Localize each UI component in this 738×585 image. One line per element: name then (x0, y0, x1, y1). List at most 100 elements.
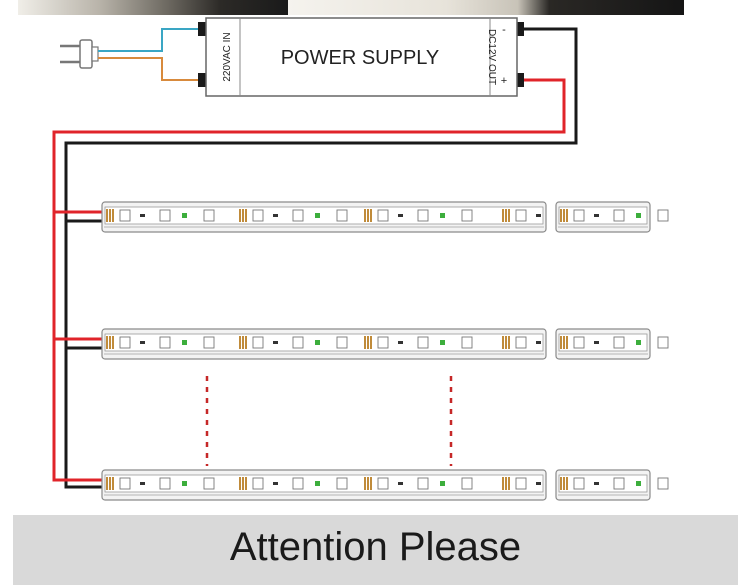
led-strip-end-1-resistor (594, 214, 599, 217)
led-strip-1-solder-pad (502, 209, 504, 222)
led-strip-end-3-pcb (558, 474, 648, 493)
led-strip-3-led (461, 477, 473, 490)
negative-terminal-label: - (502, 24, 506, 36)
led-strip-1-led (252, 209, 264, 222)
led-strip-2-solder-pad (505, 336, 507, 349)
led-strip-end-3-resistor (594, 482, 599, 485)
led-strip-1-led (336, 209, 348, 222)
led-strip-end-3-solder-pad (560, 477, 562, 490)
led-strip-1-chip (315, 213, 320, 218)
led-strip-2-chip (182, 340, 187, 345)
led-strip-2-solder-pad (106, 336, 108, 349)
led-strip-2-led (203, 336, 215, 349)
power-supply-label: POWER SUPPLY (281, 47, 440, 69)
led-strip-end-1-led (613, 209, 625, 222)
led-strip-1-chip (440, 213, 445, 218)
led-strip-1-led (292, 209, 304, 222)
led-strip-end-1-solder-pad (560, 209, 562, 222)
positive-main-wire (52, 78, 566, 482)
led-strip-end-2-led (573, 336, 585, 349)
product-photo-strip (18, 0, 684, 15)
led-strip-end-3-led (573, 477, 585, 490)
led-strip-1-solder-pad (239, 209, 241, 222)
led-strip-1-resistor (273, 214, 278, 217)
ac-plug-icon (60, 39, 99, 69)
led-strip-1-solder-pad (508, 209, 510, 222)
product-photo-right (288, 0, 684, 15)
led-strip-end-2 (555, 328, 669, 360)
led-strip-2-led (336, 336, 348, 349)
led-strip-3-resistor (140, 482, 145, 485)
led-strip-end-3-led (657, 477, 669, 490)
led-strip-1-led (461, 209, 473, 222)
led-strip-2-solder-pad (367, 336, 369, 349)
led-strip-1-solder-pad (364, 209, 366, 222)
led-strip-3-led (252, 477, 264, 490)
led-strip-2-solder-pad (502, 336, 504, 349)
led-strip-end-1-solder-pad (563, 209, 565, 222)
led-strip-3-led (377, 477, 389, 490)
led-strip-1-chip (182, 213, 187, 218)
wiring-diagram: POWER SUPPLY 220VAC IN DC12V OUT - + (52, 17, 669, 501)
led-strip-end-3-led (613, 477, 625, 490)
led-strip-3-solder-pad (505, 477, 507, 490)
led-strip-2-led (417, 336, 429, 349)
led-strip-end-3-solder-pad (566, 477, 568, 490)
led-strip-3-pcb (104, 474, 544, 493)
led-strip-3-solder-pad (502, 477, 504, 490)
led-strip-3-solder-pad (245, 477, 247, 490)
led-strip-1-pcb (104, 206, 544, 225)
led-strip-1-solder-pad (242, 209, 244, 222)
led-strip-end-1-pcb (558, 206, 648, 225)
led-strip-2-resistor (398, 341, 403, 344)
led-strip-3-solder-pad (370, 477, 372, 490)
led-strip-1-resistor (536, 214, 541, 217)
led-strip-2-led (159, 336, 171, 349)
led-strip-3-chip (182, 481, 187, 486)
led-strip-1 (101, 201, 611, 233)
input-label: 220VAC IN (222, 32, 233, 81)
led-strip-end-1-solder-pad (566, 209, 568, 222)
led-strip-1-solder-pad (370, 209, 372, 222)
led-strip-1-solder-pad (112, 209, 114, 222)
led-strip-3-solder-pad (109, 477, 111, 490)
led-strip-3-solder-pad (106, 477, 108, 490)
led-strip-2-led (515, 336, 527, 349)
led-strip-end-2-solder-pad (566, 336, 568, 349)
negative-main-wire (64, 27, 578, 489)
led-strip-2-solder-pad (239, 336, 241, 349)
led-strip-end-2-solder-pad (563, 336, 565, 349)
attention-banner: Attention Please (13, 515, 738, 585)
led-strip-2-solder-pad (109, 336, 111, 349)
led-strip-end-1-led (573, 209, 585, 222)
led-strip-3-led (336, 477, 348, 490)
led-strip-2-led (119, 336, 131, 349)
led-strip-3 (101, 469, 611, 501)
led-strip-3-led (159, 477, 171, 490)
led-strip-2-led (292, 336, 304, 349)
led-strip-end-2-chip (636, 340, 641, 345)
led-strip-1-led (119, 209, 131, 222)
led-strip-end-2-led (657, 336, 669, 349)
led-strip-1-led (159, 209, 171, 222)
led-strip-2-resistor (536, 341, 541, 344)
positive-terminal-label: + (501, 75, 507, 87)
led-strip-end-1 (555, 201, 669, 233)
led-strip-1-led (203, 209, 215, 222)
led-strip-3-solder-pad (364, 477, 366, 490)
led-strip-2-chip (315, 340, 320, 345)
led-strip-2-chip (440, 340, 445, 345)
led-strip-3-solder-pad (367, 477, 369, 490)
led-strip-end-1-chip (636, 213, 641, 218)
led-strip-1-solder-pad (245, 209, 247, 222)
led-strip-2-solder-pad (508, 336, 510, 349)
led-strip-3-solder-pad (242, 477, 244, 490)
led-strip-end-2-resistor (594, 341, 599, 344)
led-strip-2-resistor (140, 341, 145, 344)
led-strip-3-chip (315, 481, 320, 486)
ac-wire-orange (98, 57, 198, 81)
led-strip-3-led (417, 477, 429, 490)
led-strip-end-2-pcb (558, 333, 648, 352)
led-strip-3-resistor (536, 482, 541, 485)
led-strip-2-solder-pad (364, 336, 366, 349)
